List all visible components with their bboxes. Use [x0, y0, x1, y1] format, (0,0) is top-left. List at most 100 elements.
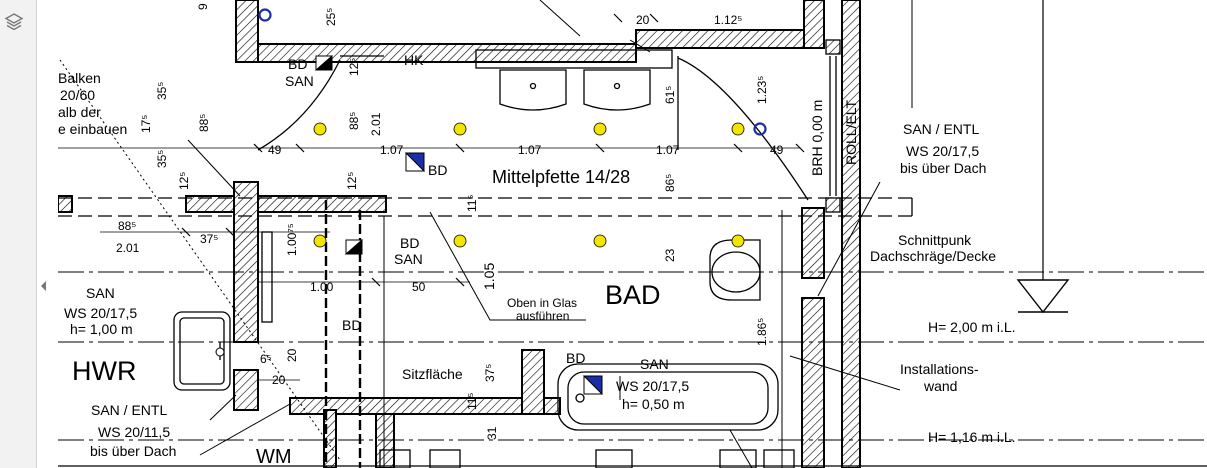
dimension-label: 1.07	[518, 143, 542, 157]
san-label: SAN	[640, 356, 669, 372]
leader-lines	[187, 0, 901, 468]
dimension-label: 20	[272, 373, 286, 387]
hk-label: HK	[404, 52, 424, 68]
note-san-entl-right: bis über Dach	[900, 160, 986, 176]
dimension-label: 12⁵	[347, 58, 361, 76]
walls	[58, 0, 861, 468]
light-fixture-icon	[313, 234, 327, 248]
bd-label: BD	[428, 162, 447, 178]
glass-note: Oben in Glas	[507, 296, 577, 310]
room-label-hwr: HWR	[72, 356, 136, 386]
dimension-label: 88⁵	[118, 219, 136, 233]
light-fixture-icon	[593, 122, 607, 136]
san-label: SAN	[285, 73, 314, 89]
note-san-entl-left: bis über Dach	[90, 443, 176, 459]
pipe-marker-icon	[258, 8, 272, 22]
dimension-label: 50	[412, 280, 426, 294]
dimension-label: 35⁵	[155, 150, 169, 168]
ceiling-lights	[313, 122, 745, 248]
schnittpunkt-note: Dachschräge/Decke	[870, 248, 996, 264]
beam-note-line: Balken	[58, 70, 101, 86]
dimension-label: 20	[636, 13, 650, 27]
dimension-label: 49	[770, 143, 784, 157]
bd-label: BD	[400, 235, 419, 251]
light-fixture-icon	[453, 122, 467, 136]
dimension-label: 1.23⁵	[755, 76, 769, 104]
note-san-entl-right: WS 20/17,5	[906, 143, 979, 159]
layers-icon[interactable]	[4, 12, 24, 32]
installation-note: wand	[923, 378, 957, 394]
dimension-label: 12⁵	[177, 172, 191, 190]
bd-label: BD	[566, 350, 585, 366]
dimension-label: 1.07	[380, 143, 404, 157]
dimension-label: 20	[285, 348, 299, 362]
beam-note-line: e einbauen	[58, 121, 127, 137]
installation-note: Installations-	[900, 361, 979, 377]
dimension-label: 1.00⁷⁵	[285, 223, 299, 256]
note-bath: h= 0,50 m	[622, 396, 685, 412]
beam-note-line: alb der	[58, 104, 101, 120]
beam-note-line: 20/60	[60, 87, 95, 103]
dimension-label: 37⁵	[483, 364, 497, 382]
dimension-label: 1.05	[481, 263, 497, 290]
dimension-label: 35⁵	[155, 82, 169, 100]
chevron-left-icon[interactable]	[38, 278, 48, 294]
dimension-label: 88⁵	[347, 112, 361, 130]
floor-plan-canvas[interactable]: BAD HWR WM Mittelpfette 14/28 Balken 20/…	[58, 0, 1207, 468]
dimension-label: 1.00	[310, 280, 334, 294]
beam-label: Mittelpfette 14/28	[492, 167, 630, 187]
light-fixture-icon	[731, 234, 745, 248]
note-bath: WS 20/17,5	[616, 378, 689, 394]
dimension-label: 11⁵	[465, 393, 479, 410]
bd-label: BD	[342, 317, 361, 333]
bd-symbol-icon	[344, 238, 363, 255]
dimension-label: 17⁵	[139, 115, 153, 133]
note-san-entl-left: SAN / ENTL	[91, 402, 167, 418]
room-label-wm: WM	[256, 446, 292, 468]
glass-note: ausführen	[516, 309, 569, 323]
bd-symbol-icon	[314, 54, 333, 71]
dimension-label: 9	[196, 3, 210, 10]
drain-icon	[215, 347, 225, 357]
bd-symbol-icon	[404, 152, 425, 173]
dimension-label: 23	[663, 248, 677, 262]
dimension-label: 25⁵	[324, 8, 338, 26]
light-fixture-icon	[731, 122, 745, 136]
dimension-label: 12⁵	[345, 172, 359, 190]
san-label: SAN	[394, 251, 423, 267]
dimension-ticks	[181, 13, 805, 287]
dimension-label: 49	[268, 143, 282, 157]
pipe-marker-icon	[753, 122, 767, 136]
dimension-label: 1.07	[656, 143, 680, 157]
room-label-bad: BAD	[605, 280, 661, 310]
note-san-left: WS 20/17,5	[64, 305, 137, 321]
note-san-entl-left: WS 20/11,5	[98, 424, 170, 440]
dimension-label: 88⁵	[197, 114, 211, 132]
dimension-label: 31	[485, 426, 499, 440]
bd-symbol-icon	[582, 375, 603, 396]
side-panel	[0, 0, 46, 468]
construction-lines	[58, 0, 1207, 468]
light-fixture-icon	[593, 234, 607, 248]
dimension-label: 37⁵	[200, 232, 218, 246]
dimension-label: 1.86⁵	[755, 318, 769, 346]
note-san-left: SAN	[86, 285, 115, 301]
schnittpunkt-note: Schnittpunk	[898, 232, 972, 248]
bd-symbols	[215, 54, 603, 396]
dimension-label: 6⁵	[260, 352, 272, 366]
roll-label: ROLL/ELT	[843, 99, 859, 165]
dimension-label: 1.12⁵	[714, 13, 742, 27]
note-san-entl-right: SAN / ENTL	[903, 121, 979, 137]
height-label: H= 2,00 m i.L.	[928, 319, 1016, 335]
dimension-label: 86⁵	[663, 174, 677, 192]
fixtures	[173, 39, 841, 468]
bd-label: BD	[288, 56, 307, 72]
brh-label: BRH 0,00 m	[809, 100, 825, 176]
plan-text: BAD HWR WM Mittelpfette 14/28 Balken 20/…	[58, 3, 1016, 468]
note-san-left: h= 1,00 m	[70, 321, 133, 337]
light-fixture-icon	[453, 234, 467, 248]
dimension-label: 2.01	[116, 241, 140, 255]
dimension-label: 11⁵	[465, 195, 479, 212]
light-fixture-icon	[313, 122, 327, 136]
dimension-label: 2.01	[369, 112, 383, 136]
